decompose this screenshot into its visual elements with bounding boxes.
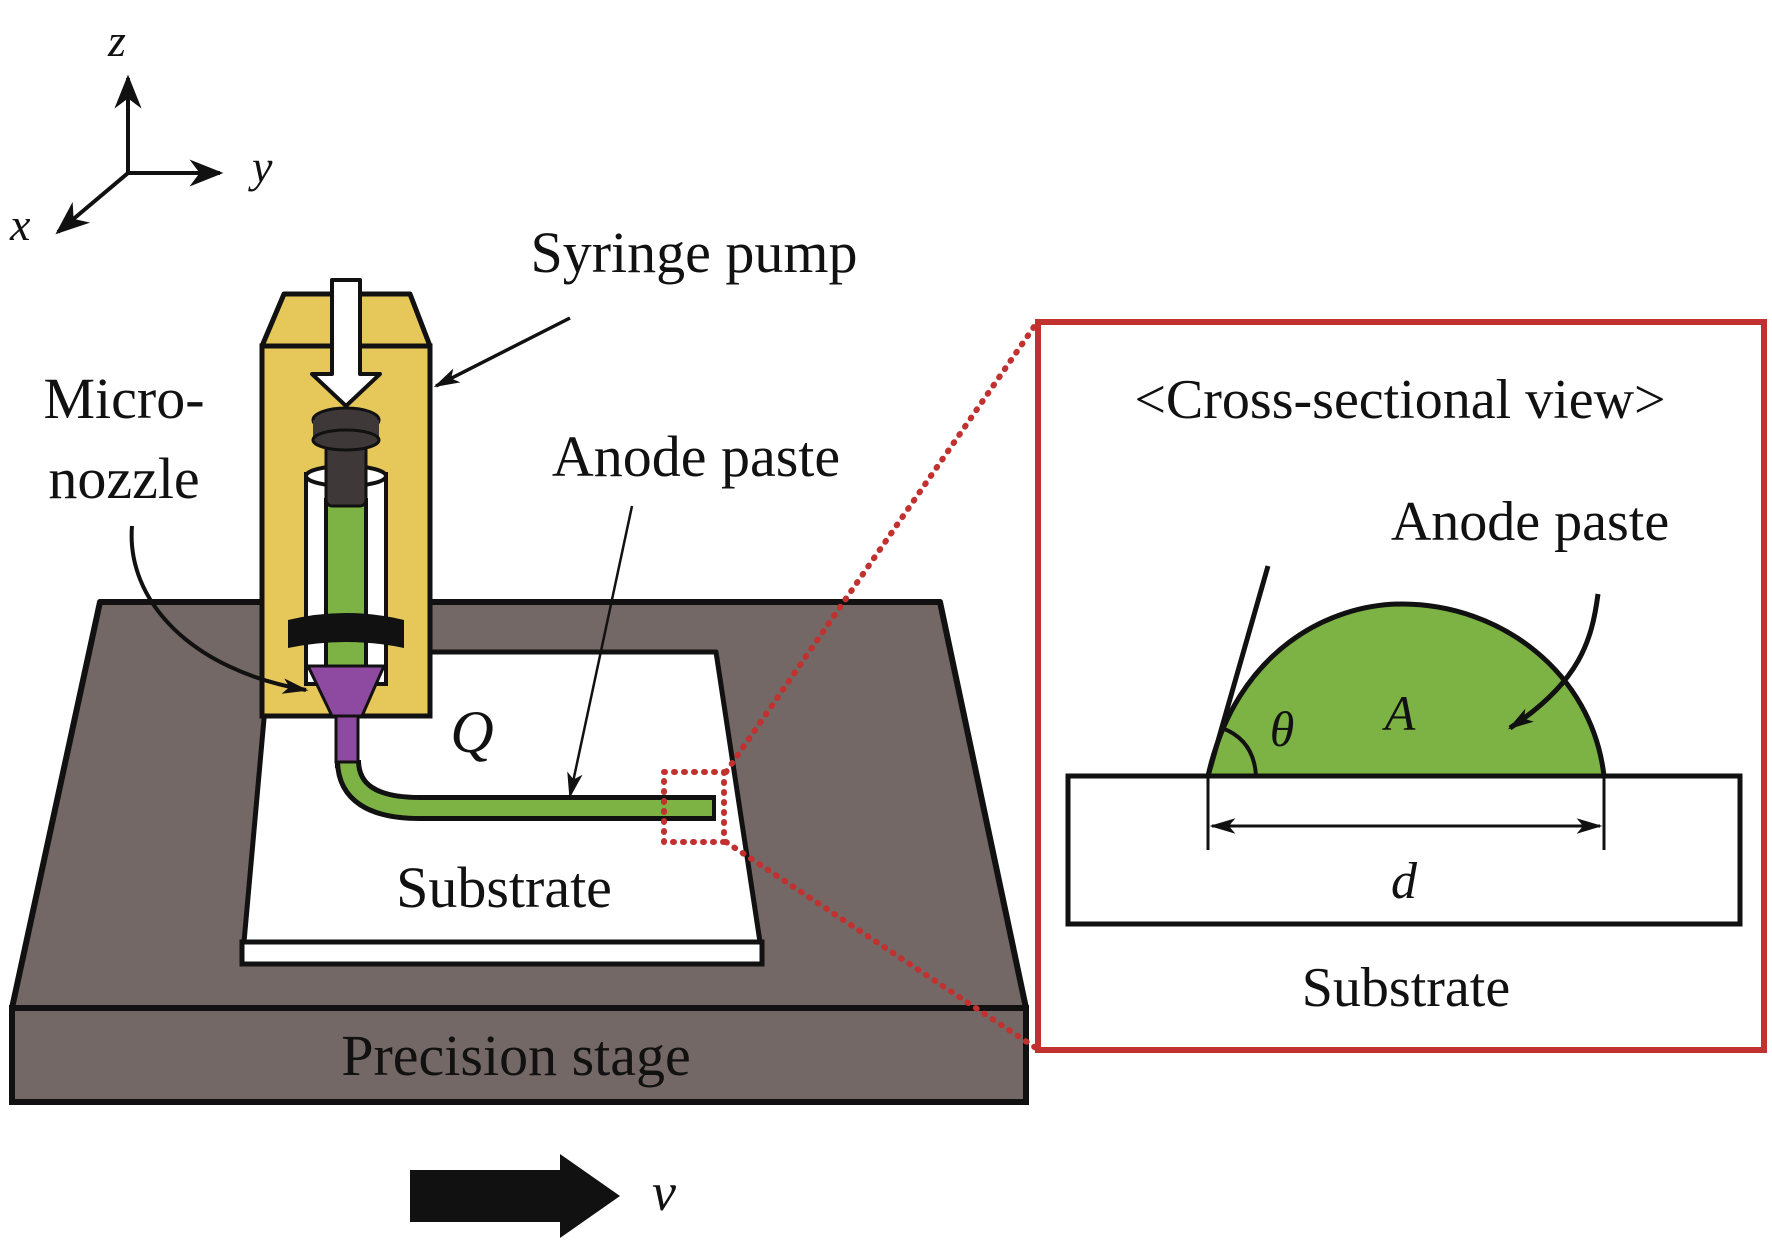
anode-paste-label: Anode paste: [552, 424, 840, 489]
syringe-pump-label: Syringe pump: [530, 220, 857, 285]
anode-paste-leader: [567, 505, 634, 799]
velocity-label: v: [652, 1162, 676, 1222]
area-label: A: [1382, 685, 1416, 741]
stage-label: Precision stage: [341, 1023, 691, 1088]
stage-velocity: v: [410, 1154, 676, 1238]
flow-rate-label: Q: [450, 699, 493, 765]
syringe-pump: [259, 278, 433, 764]
y-axis-label: y: [248, 141, 273, 192]
contact-angle-tangent: [1205, 565, 1271, 777]
zoom-indicator: [661, 321, 1039, 1051]
inset-anode-paste-label: Anode paste: [1391, 491, 1669, 553]
inset-substrate: [1065, 773, 1743, 927]
velocity-arrow-icon: [410, 1154, 620, 1238]
inset-substrate-label: Substrate: [1302, 957, 1510, 1019]
contact-angle-label: θ: [1270, 701, 1295, 757]
micro-nozzle: [305, 664, 387, 718]
cross-section-inset: <Cross-sectional view> θ A Anode paste d…: [1035, 319, 1767, 1053]
syringe-clamp: [288, 613, 404, 648]
zoom-connector-bottom: [723, 839, 1039, 1051]
zoom-region-box: [661, 769, 727, 845]
paste-droplet: [1204, 601, 1607, 779]
x-axis-label: x: [9, 199, 31, 250]
push-arrow-icon: [310, 278, 382, 408]
stage-front-face: [9, 1005, 1029, 1105]
syringe-paste: [324, 498, 368, 682]
coordinate-axes: z y x: [9, 15, 273, 250]
inset-title: <Cross-sectional view>: [1134, 369, 1665, 431]
syringe-pump-leader: [433, 316, 571, 388]
micro-nozzle-label-line1: Micro-: [43, 366, 204, 431]
width-label: d: [1391, 853, 1418, 910]
deposited-paste-line: [335, 759, 716, 821]
zoom-connector-top: [723, 321, 1039, 775]
substrate-front-face: [239, 939, 765, 967]
callouts: Syringe pump Micro- nozzle Anode paste: [43, 220, 858, 799]
contact-angle-arc: [1221, 726, 1258, 777]
micro-nozzle-label-line2: nozzle: [48, 446, 199, 511]
x-axis-arrow: [55, 171, 130, 235]
micro-nozzle-leader: [129, 525, 309, 694]
z-axis-label: z: [107, 15, 126, 66]
inset-anode-paste-leader: [1507, 593, 1601, 731]
substrate-label: Substrate: [396, 855, 612, 920]
